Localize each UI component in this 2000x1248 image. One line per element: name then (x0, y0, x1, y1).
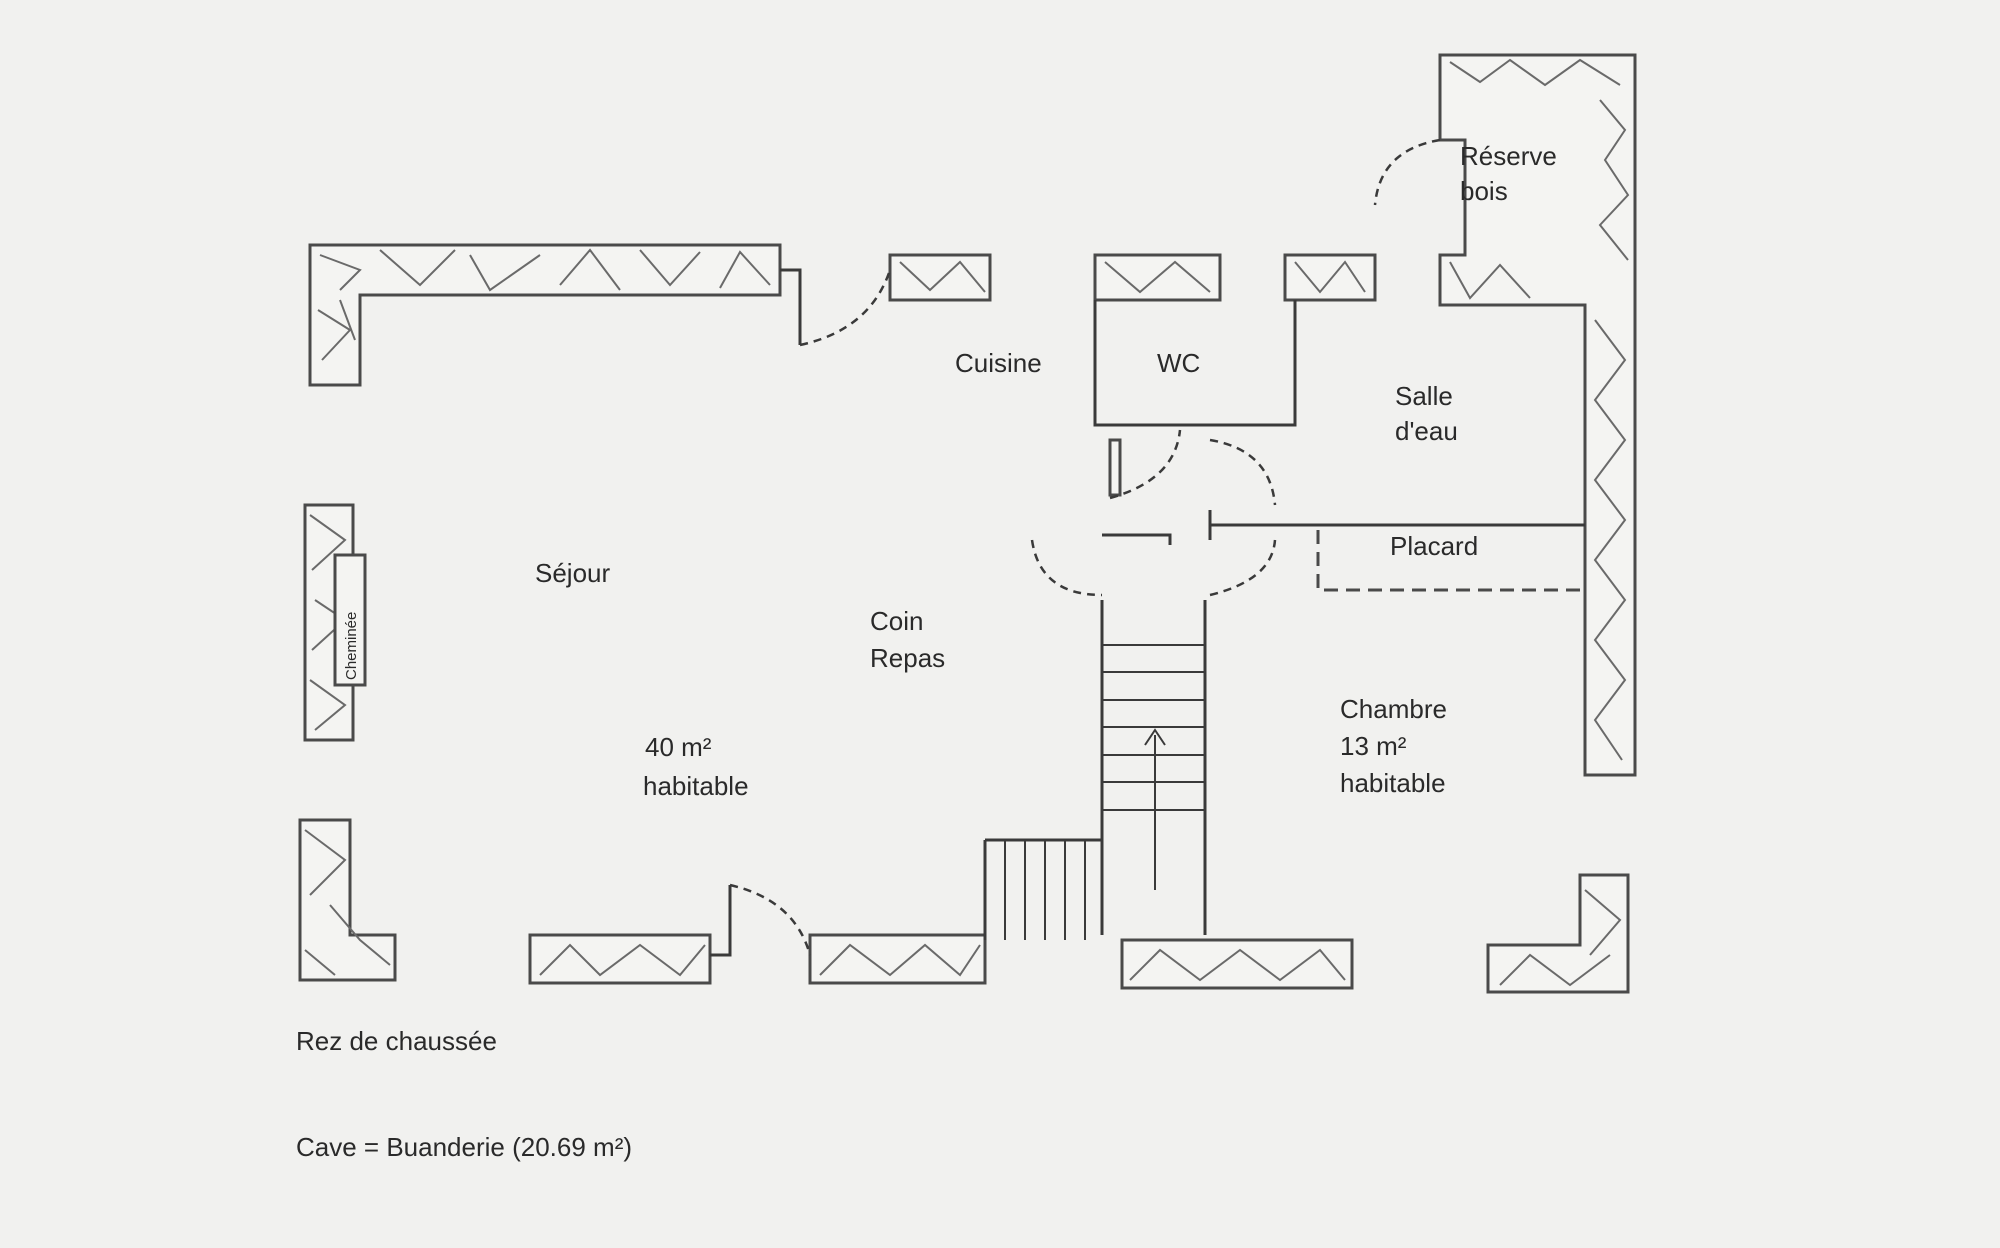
label-reserve-line2: bois (1460, 176, 1508, 206)
stair-arrow (1144, 728, 1166, 890)
label-cheminee: Cheminée (343, 612, 360, 680)
caption-floor: Rez de chaussée (296, 1026, 497, 1056)
label-sejour-area-line2: habitable (643, 771, 749, 801)
wall-top-left (308, 243, 782, 387)
wall-reserve (1438, 53, 1637, 777)
wall-top-block-1 (888, 253, 992, 302)
interior-walls (1093, 300, 1585, 592)
chimney (333, 553, 367, 687)
wall-bottom-right (1486, 873, 1630, 994)
door-top (799, 269, 892, 347)
door-chambre (1209, 539, 1277, 597)
label-chambre-line2: 13 m² (1340, 731, 1407, 761)
label-salle-eau-line1: Salle (1395, 381, 1453, 411)
door-stair-left (1030, 539, 1103, 597)
wall-bottom-left (298, 818, 397, 982)
label-sejour: Séjour (535, 558, 610, 588)
caption-basement: Cave = Buanderie (20.69 m²) (296, 1132, 632, 1162)
wall-bottom-block-3 (1120, 938, 1354, 990)
label-salle-eau-line2: d'eau (1395, 416, 1458, 446)
label-placard: Placard (1390, 531, 1478, 561)
label-cuisine: Cuisine (955, 348, 1042, 378)
label-wc: WC (1157, 348, 1200, 378)
door-wc (1109, 429, 1182, 500)
label-coin-repas-line1: Coin (870, 606, 923, 636)
door-reserve (1373, 138, 1441, 206)
label-coin-repas-line2: Repas (870, 643, 945, 673)
label-reserve-line1: Réserve (1460, 141, 1557, 171)
label-chambre-line1: Chambre (1340, 694, 1447, 724)
staircase (983, 600, 1207, 940)
door-bottom (729, 883, 812, 956)
wall-bottom-block-2 (808, 933, 987, 985)
doors (710, 138, 1441, 957)
door-salle-eau (1209, 438, 1277, 506)
label-sejour-area-line1: 40 m² (645, 732, 712, 762)
label-chambre-line3: habitable (1340, 768, 1446, 798)
wall-top-block-3 (1283, 253, 1377, 302)
stone-walls (298, 53, 1637, 994)
